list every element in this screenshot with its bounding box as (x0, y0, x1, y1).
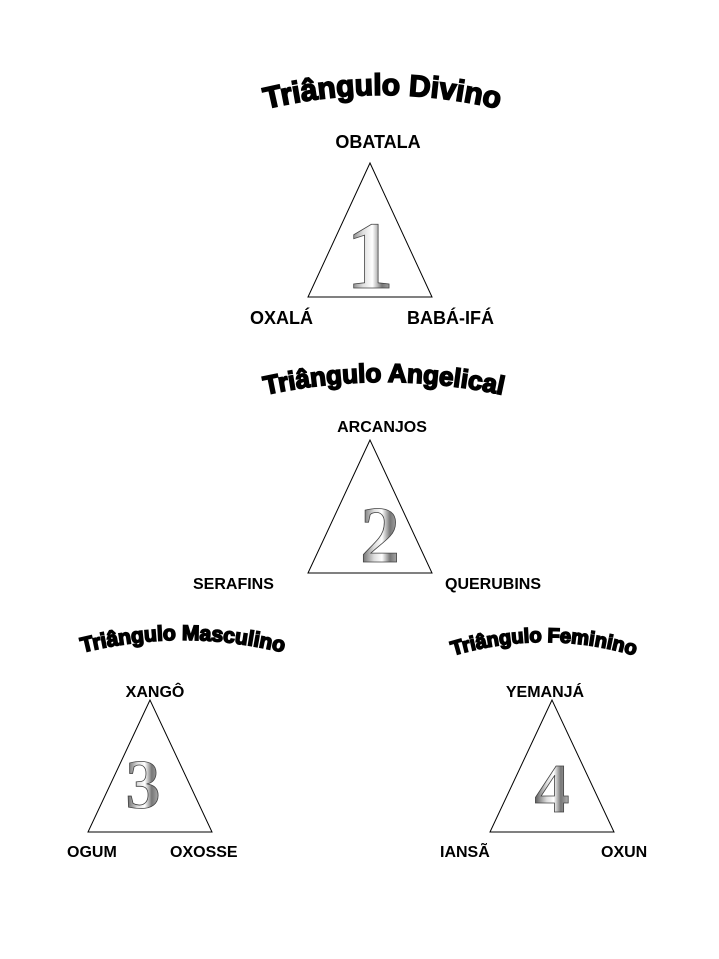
label-left: IANSÃ (440, 841, 490, 861)
label-left: OXALÁ (250, 307, 313, 328)
title-masculino: Triângulo Masculino (78, 622, 287, 657)
number-badge: 2 (360, 492, 400, 580)
label-top: YEMANJÁ (506, 682, 585, 701)
triangle-masculino: Triângulo Masculino XANGÔ 3 OGUM OXOSSE (67, 621, 288, 861)
triangle-shape (307, 161, 433, 298)
triangle-shape (489, 698, 615, 833)
label-right: QUERUBINS (445, 576, 541, 593)
title-angelical: Triângulo Angelical (261, 358, 508, 401)
label-right: BABÁ-IFÁ (407, 307, 494, 328)
number-badge: 1 (346, 202, 394, 309)
label-top: XANGÔ (126, 682, 185, 701)
triangle-feminino: Triângulo Feminino YEMANJÁ 4 IANSÃ OXUN (440, 624, 647, 861)
label-top: ARCANJOS (337, 419, 427, 436)
title-feminino: Triângulo Feminino (448, 625, 639, 660)
number-badge: 3 (126, 747, 161, 824)
label-left: OGUM (67, 844, 117, 861)
label-left: SERAFINS (193, 576, 274, 593)
title-divino: Triângulo Divino (260, 69, 504, 116)
label-top: OBATALA (335, 132, 420, 152)
triangle-divino: Triângulo Divino OBATALA 1 OXALÁ BABÁ-IF… (250, 68, 505, 328)
triangle-shape (307, 438, 433, 574)
number-badge: 4 (535, 751, 570, 828)
triangle-angelical: Triângulo Angelical ARCANJOS 2 SERAFINS … (193, 357, 541, 593)
label-right: OXUN (601, 844, 647, 861)
triangle-shape (87, 698, 213, 833)
label-right: OXOSSE (170, 844, 238, 861)
